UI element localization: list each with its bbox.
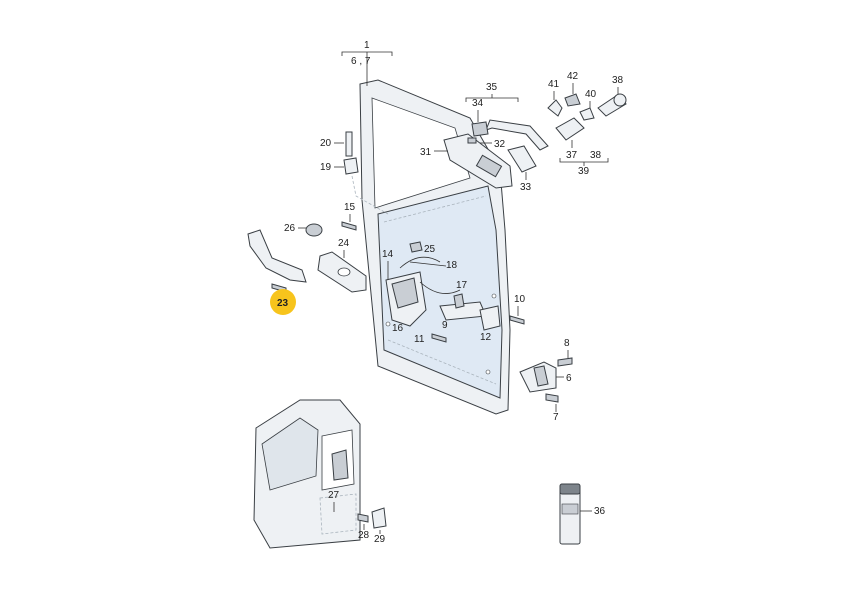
callout-12[interactable]: 12 (480, 332, 492, 343)
clip-25[interactable] (409, 241, 423, 253)
callout-7[interactable]: 7 (553, 412, 559, 423)
callout-32[interactable]: 32 (494, 139, 506, 150)
screw-15[interactable] (341, 221, 357, 231)
callout-23-highlight[interactable] (270, 289, 296, 315)
callout-35[interactable]: 35 (486, 82, 498, 93)
callout-37[interactable]: 37 (566, 150, 578, 161)
callout-14[interactable]: 14 (382, 249, 394, 260)
pin-20[interactable] (345, 131, 353, 157)
callout-27[interactable]: 27 (328, 490, 340, 501)
callout-42[interactable]: 42 (567, 71, 579, 82)
callout-20[interactable]: 20 (320, 138, 332, 149)
bolt-10[interactable] (509, 315, 525, 325)
callout-31[interactable]: 31 (420, 147, 432, 158)
callout-15[interactable]: 15 (344, 202, 356, 213)
callout-39[interactable]: 39 (578, 166, 590, 177)
callout-6-7[interactable]: 6 , 7 (351, 56, 371, 67)
callout-26[interactable]: 26 (284, 223, 296, 234)
callout-17[interactable]: 17 (456, 280, 468, 291)
callout-29[interactable]: 29 (374, 534, 386, 545)
door-lock-16[interactable] (385, 271, 427, 327)
grease-spray-can-36[interactable] (559, 483, 581, 545)
callout-25[interactable]: 25 (424, 244, 436, 255)
cap-26[interactable] (305, 223, 323, 237)
door-check-9[interactable] (439, 293, 487, 321)
callout-16[interactable]: 16 (392, 323, 404, 334)
hinge-6[interactable] (519, 361, 557, 393)
callout-38-key[interactable]: 38 (612, 75, 624, 86)
callout-18[interactable]: 18 (446, 260, 458, 271)
outer-handle-assembly[interactable] (443, 119, 549, 189)
callout-9[interactable]: 9 (442, 320, 448, 331)
callout-8[interactable]: 8 (564, 338, 570, 349)
callout-19[interactable]: 19 (320, 162, 332, 173)
callout-10[interactable]: 10 (514, 294, 526, 305)
callout-34[interactable]: 34 (472, 98, 484, 109)
bushing-19[interactable] (343, 157, 359, 175)
bracket-29[interactable] (371, 507, 387, 529)
bolt-7[interactable] (545, 393, 559, 403)
callout-24[interactable]: 24 (338, 238, 350, 249)
handle-bracket-24[interactable] (317, 251, 367, 293)
bolt-8[interactable] (557, 357, 573, 367)
callout-33[interactable]: 33 (520, 182, 532, 193)
bolt-28[interactable] (357, 513, 369, 523)
callout-11[interactable]: 11 (414, 334, 425, 345)
callout-40[interactable]: 40 (585, 89, 597, 100)
vehicle-overview[interactable] (253, 399, 361, 549)
callout-41[interactable]: 41 (548, 79, 560, 90)
callout-36[interactable]: 36 (594, 506, 606, 517)
roller-12[interactable] (479, 305, 501, 331)
callout-28[interactable]: 28 (358, 530, 370, 541)
inner-handle[interactable] (247, 229, 307, 283)
callout-38-set[interactable]: 38 (590, 150, 602, 161)
callout-1[interactable]: 1 (364, 40, 370, 51)
lock-cylinder-assembly[interactable] (547, 93, 627, 141)
cables-17-18[interactable] (399, 256, 461, 294)
callout-23[interactable]: 23 (277, 298, 289, 309)
screw-11[interactable] (431, 333, 447, 343)
callout-6[interactable]: 6 (566, 373, 572, 384)
